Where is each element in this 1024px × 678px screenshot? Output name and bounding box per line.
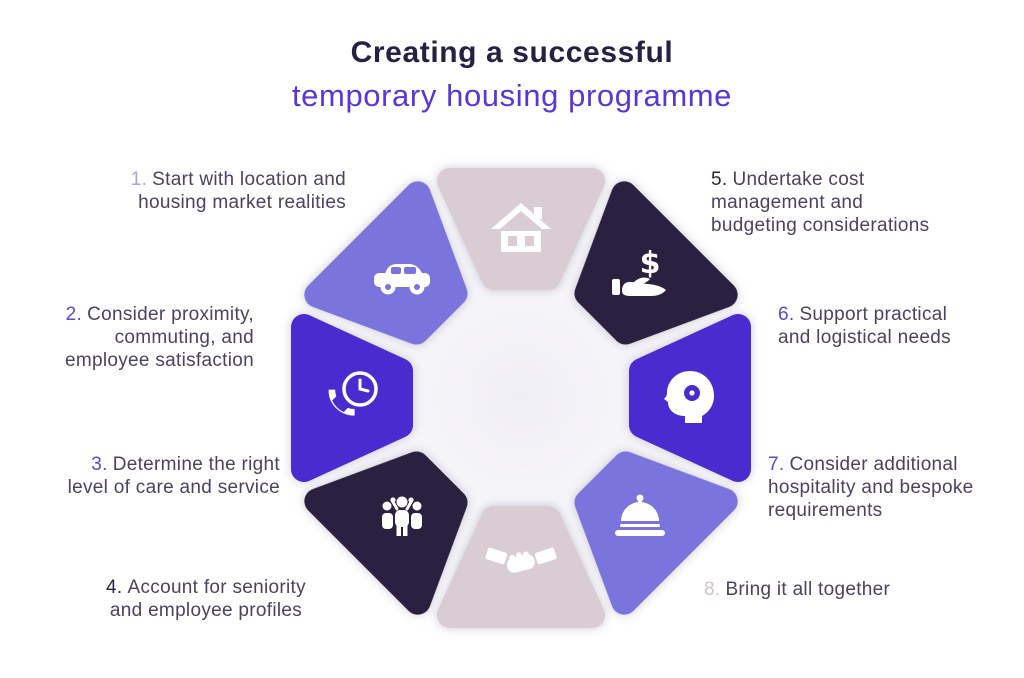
step-1-number: 1.: [130, 169, 148, 190]
svg-text:$: $: [640, 246, 661, 281]
dollar-hand-icon: $: [612, 246, 666, 296]
step-8-text: Bring it all together: [725, 579, 891, 600]
handshake-icon: [485, 547, 557, 573]
page-title: Creating a successful: [350, 36, 674, 69]
page-subtitle: temporary housing programme: [291, 78, 733, 113]
segment-cost: [574, 181, 738, 345]
step-2-number: 2.: [65, 304, 83, 325]
step-4-number: 4.: [106, 577, 123, 598]
car-icon: [374, 264, 430, 295]
step-3-number: 3.: [91, 454, 108, 475]
segment-seniority: [304, 451, 468, 615]
head-gear-icon: [664, 371, 714, 423]
house-icon: [491, 203, 551, 252]
segment-care: [291, 314, 413, 482]
step-8-label: 8.Bring it all together: [704, 578, 1014, 601]
people-icon: [382, 496, 422, 536]
step-8-number: 8.: [704, 579, 721, 600]
step-5-number: 5.: [711, 169, 728, 190]
segment-housing: [437, 168, 605, 290]
step-7-number: 7.: [768, 454, 785, 475]
phone-clock-icon: [326, 371, 378, 418]
step-6-number: 6.: [778, 304, 795, 325]
bell-icon: [615, 494, 665, 536]
segment-location: [304, 181, 468, 345]
